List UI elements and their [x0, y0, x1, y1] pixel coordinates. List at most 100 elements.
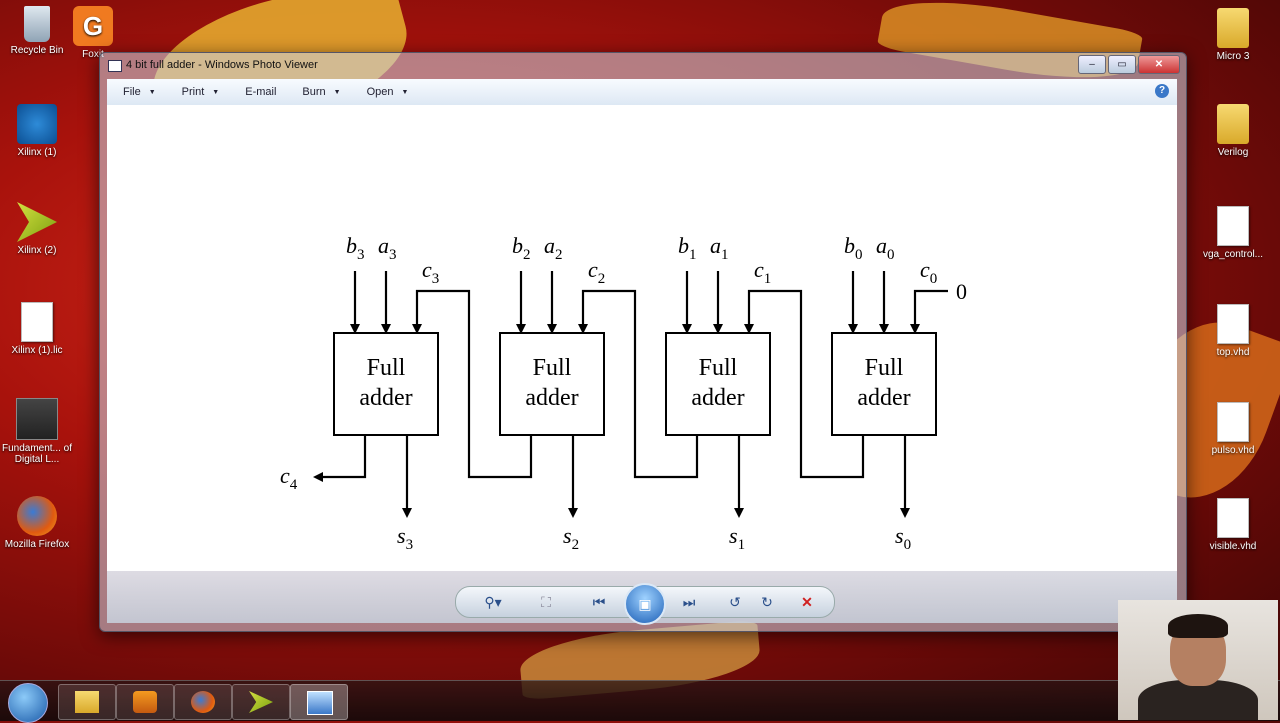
window-controls: – ▭ ✕ [1078, 55, 1180, 74]
minimize-button[interactable]: – [1078, 55, 1106, 74]
rotate-clockwise-button[interactable]: ↻ [761, 594, 773, 610]
desktop-icon-xilinx-1[interactable]: Xilinx (1) [0, 104, 74, 158]
desktop-icon-pulso-vhd[interactable]: pulso.vhd [1196, 402, 1270, 456]
chevron-down-icon: ▼ [333, 88, 341, 96]
desktop-icon-micro-3[interactable]: Micro 3 [1196, 8, 1270, 62]
sum-labels: s3 s2 s1 s0 [397, 523, 911, 553]
label-s1: s1 [729, 523, 745, 553]
chevron-down-icon: ▼ [401, 88, 409, 96]
label-a1: a1 [710, 233, 729, 263]
title-bar[interactable]: 4 bit full adder - Windows Photo Viewer … [100, 53, 1186, 79]
zoom-button[interactable]: ⚲▾ [484, 594, 502, 610]
firefox-icon [17, 496, 57, 536]
photo-viewer-icon [307, 691, 333, 715]
desktop-icon-label: Xilinx (1) [17, 147, 57, 158]
menu-label: Open [366, 86, 394, 98]
full-adder-block-1: Full adder [665, 332, 771, 436]
desktop-icon-xilinx-lic[interactable]: Xilinx (1).lic [0, 302, 74, 356]
label-s0: s0 [895, 523, 911, 553]
desktop-icon-visible-vhd[interactable]: visible.vhd [1196, 498, 1270, 552]
start-button[interactable] [8, 683, 48, 723]
desktop-icon-firefox[interactable]: Mozilla Firefox [0, 496, 74, 550]
previous-button[interactable]: ⏮ [592, 594, 606, 610]
carry-labels: c3 c2 c1 c0 c4 [280, 257, 937, 493]
label-c1: c1 [754, 257, 771, 287]
file-icon [1217, 304, 1249, 344]
close-button[interactable]: ✕ [1138, 55, 1180, 74]
full-adder-block-0: Full adder [831, 332, 937, 436]
desktop-icon-label: Verilog [1217, 147, 1249, 158]
menu-bar: File ▼ Print▼ E-mail Burn ▼ Open ▼ ? [107, 79, 1177, 106]
window-title: 4 bit full adder - Windows Photo Viewer [126, 59, 318, 71]
desktop-icon-vga-control[interactable]: vga_control... [1196, 206, 1270, 260]
desktop-icon-verilog[interactable]: Verilog [1196, 104, 1270, 158]
taskbar-explorer[interactable] [58, 684, 116, 720]
menu-label: Burn [302, 86, 326, 98]
help-button[interactable]: ? [1155, 84, 1169, 98]
menu-print[interactable]: Print▼ [166, 86, 230, 98]
desktop-icon-label: Micro 3 [1216, 51, 1250, 62]
desktop-icon-recycle-bin[interactable]: Recycle Bin [0, 6, 74, 56]
menu-file[interactable]: File ▼ [107, 86, 166, 98]
block-label-line1: Full [865, 355, 904, 381]
desktop-icon-label: Foxit [82, 49, 104, 60]
full-adder-diagram: Full adder Full adder Full adder Full ad… [270, 221, 1015, 562]
slideshow-button[interactable]: ▣ [624, 583, 666, 625]
rotate-counterclockwise-button[interactable]: ↺ [729, 594, 741, 610]
ripple-carry-adder-svg: Full adder Full adder Full adder Full ad… [280, 233, 967, 553]
folder-icon [1217, 104, 1249, 144]
menu-label: File [123, 86, 141, 98]
block-label-line2: adder [857, 385, 910, 411]
maximize-button[interactable]: ▭ [1108, 55, 1136, 74]
desktop-icon-foxit[interactable]: G Foxit [68, 6, 118, 60]
desktop-icon-fundamentals[interactable]: Fundament... of Digital L... [0, 398, 74, 465]
input-labels: b3 a3 b2 a2 b1 a1 b0 a0 [346, 233, 895, 263]
desktop-icon-label: Fundament... of Digital L... [1, 443, 73, 465]
delete-button[interactable]: ✕ [801, 594, 813, 610]
label-b1: b1 [678, 233, 697, 263]
carry-in-value: 0 [956, 279, 967, 304]
desktop-icon-top-vhd[interactable]: top.vhd [1196, 304, 1270, 358]
label-c0: c0 [920, 257, 937, 287]
chevron-down-icon: ▼ [212, 88, 220, 96]
label-a3: a3 [378, 233, 397, 263]
photo-viewer-window: 4 bit full adder - Windows Photo Viewer … [99, 52, 1187, 632]
full-adder-block-3: Full adder [333, 332, 439, 436]
desktop-icon-xilinx-2[interactable]: Xilinx (2) [0, 202, 74, 256]
desktop-icon-label: pulso.vhd [1211, 445, 1255, 456]
xilinx-arrow-icon [249, 691, 273, 713]
label-b3: b3 [346, 233, 365, 263]
menu-burn[interactable]: Burn ▼ [286, 86, 350, 98]
menu-email[interactable]: E-mail [229, 86, 286, 98]
presenter-shirt [1138, 680, 1258, 720]
book-icon [16, 398, 58, 440]
desktop-icon-label: Xilinx (2) [17, 245, 57, 256]
label-a2: a2 [544, 233, 563, 263]
desktop-icon-label: Recycle Bin [10, 45, 64, 56]
menu-label: E-mail [245, 86, 277, 98]
menu-open[interactable]: Open ▼ [351, 86, 419, 98]
media-player-icon [133, 691, 157, 713]
block-label-line1: Full [533, 355, 572, 381]
chevron-down-icon: ▼ [148, 88, 156, 96]
block-label-line1: Full [367, 355, 406, 381]
taskbar-xilinx[interactable] [232, 684, 290, 720]
presenter-hair [1168, 614, 1228, 638]
file-icon [1217, 498, 1249, 538]
label-c3: c3 [422, 257, 439, 287]
desktop-icon-label: top.vhd [1216, 347, 1250, 358]
taskbar-firefox[interactable] [174, 684, 232, 720]
actual-size-button[interactable]: ⛶ [541, 594, 551, 610]
taskbar-photo-viewer[interactable] [290, 684, 348, 720]
xilinx-icon [17, 104, 57, 144]
block-label-line2: adder [525, 385, 578, 411]
full-adder-block-2: Full adder [499, 332, 605, 436]
desktop-icon-label: Xilinx (1).lic [11, 345, 63, 356]
next-button[interactable]: ⏭ [682, 594, 696, 610]
label-a0: a0 [876, 233, 895, 263]
block-label-line2: adder [691, 385, 744, 411]
image-viewport[interactable]: Full adder Full adder Full adder Full ad… [107, 105, 1177, 571]
label-b0: b0 [844, 233, 863, 263]
foxit-icon: G [73, 6, 113, 46]
taskbar-media-player[interactable] [116, 684, 174, 720]
